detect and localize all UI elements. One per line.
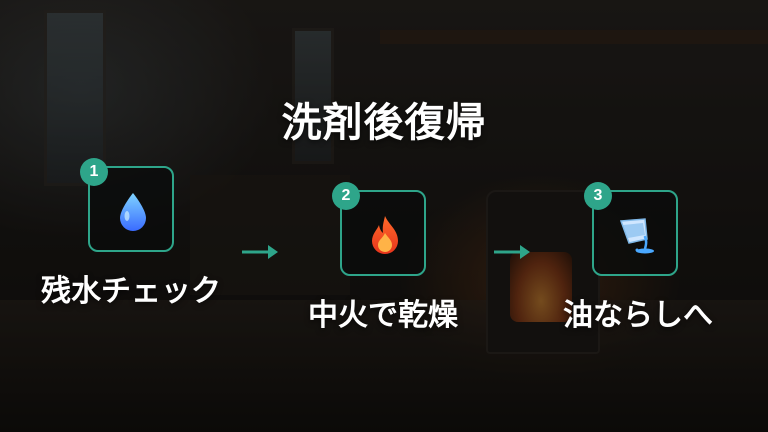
step-1-label: 残水チェック	[41, 274, 221, 309]
page-title: 洗剤後復帰	[281, 100, 487, 146]
step-3-label: 油ならしへ	[563, 298, 713, 333]
arrow-right-icon	[242, 245, 278, 259]
flame-icon	[372, 216, 398, 254]
step-1-badge: 1	[80, 158, 108, 186]
oil-pour-icon	[619, 218, 654, 254]
arrow-right-icon	[494, 245, 530, 259]
step-2-badge: 2	[332, 182, 360, 210]
step-3-badge: 3	[584, 182, 612, 210]
water-drop-icon	[120, 193, 146, 231]
step-2-label: 中火で乾燥	[308, 298, 458, 333]
